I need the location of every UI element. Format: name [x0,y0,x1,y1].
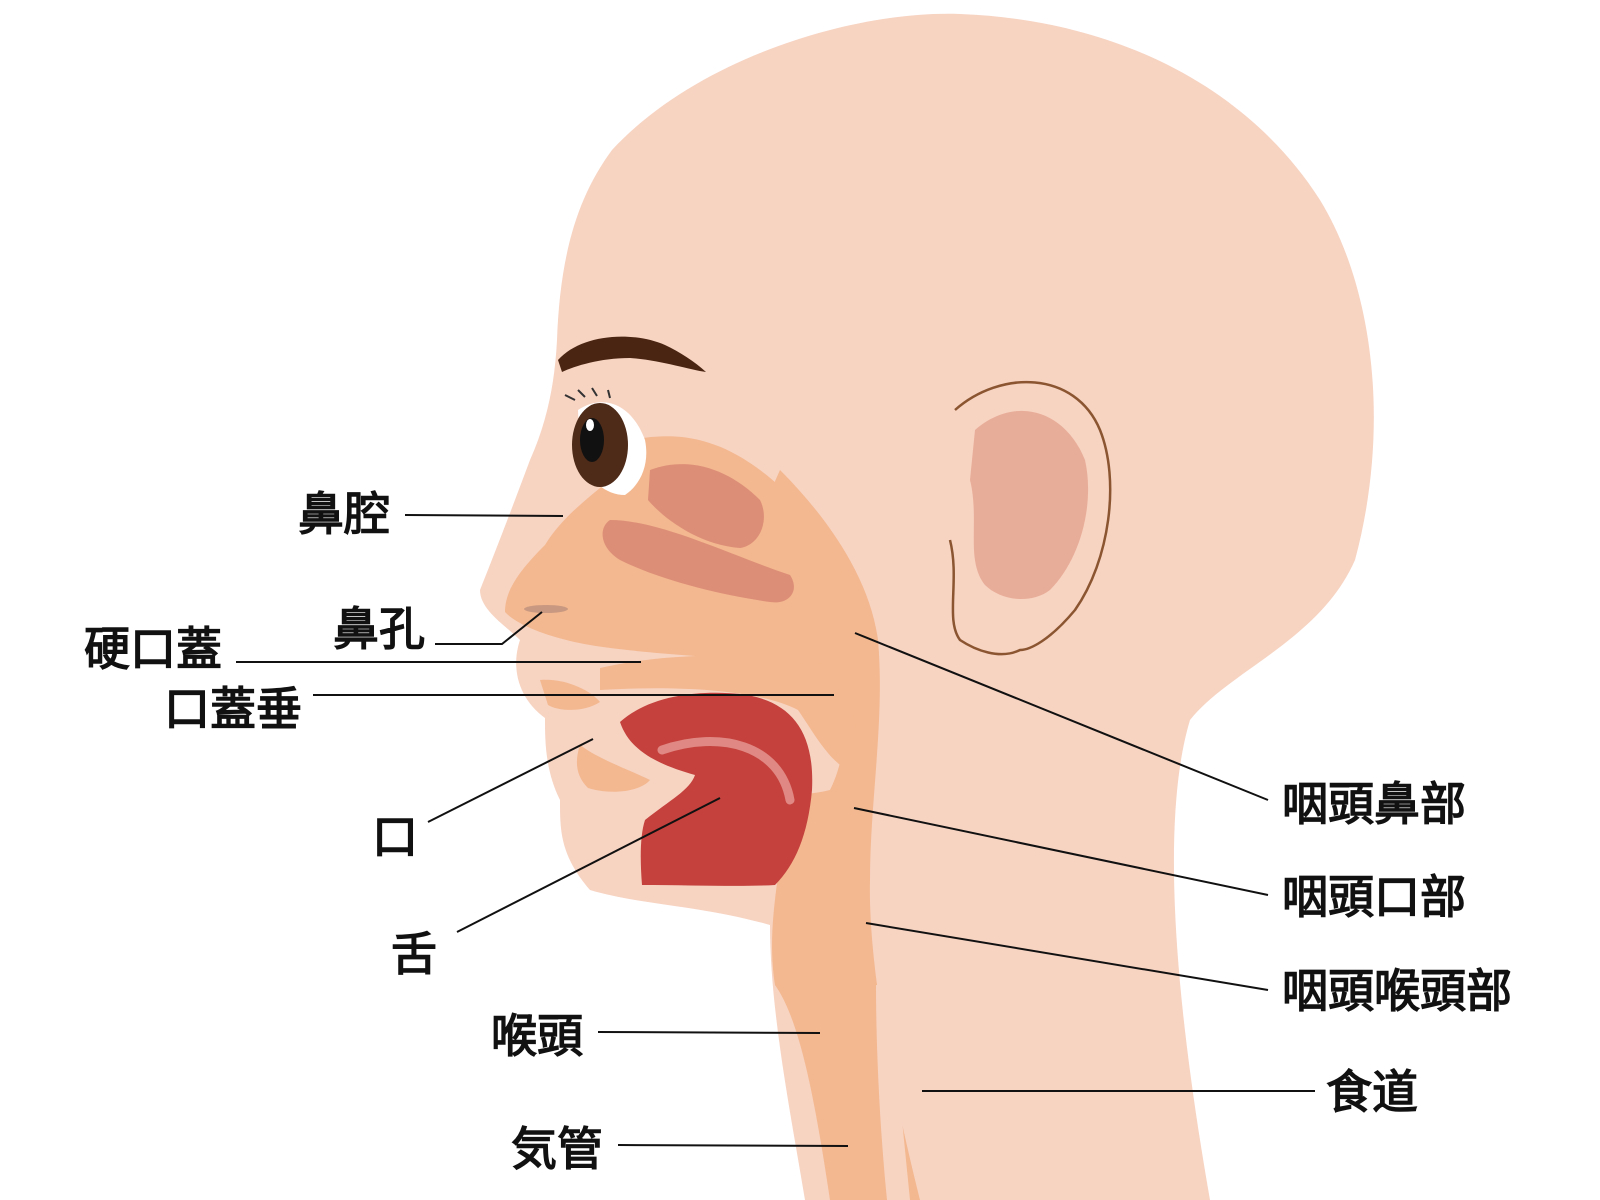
ear-outline [948,380,1112,656]
leader-nasal-cavity [404,514,564,517]
label-nasopharynx: 咽頭鼻部 [1282,777,1466,831]
trachea-tube [876,985,910,1200]
eyebrow [558,336,706,372]
eyelashes [564,387,611,401]
label-larynx: 喉頭 [491,1009,584,1063]
label-laryngopharynx: 咽頭喉頭部 [1282,964,1512,1018]
soft-palate [600,655,856,770]
label-oropharynx: 咽頭口部 [1282,870,1466,924]
head-silhouette [480,13,1374,1200]
lower-lip [576,745,650,792]
leader-oropharynx [853,807,1269,896]
tongue-highlight [657,737,795,805]
leader-trachea [617,1144,849,1147]
label-mouth: 口 [372,810,418,864]
leader-mouth [427,738,594,823]
label-nostril: 鼻孔 [333,602,425,656]
nostril-shape [524,605,568,613]
label-uvula: 口蓋垂 [164,682,302,736]
label-hard-palate: 硬口蓋 [84,622,222,676]
label-trachea: 気管 [511,1122,603,1176]
leader-nasopharynx [854,632,1269,801]
turbinate-middle [602,520,794,603]
ear-inner [970,410,1089,600]
label-nasal-cavity: 鼻腔 [298,487,390,541]
leader-laryngopharynx [865,922,1269,991]
turbinate-upper [648,464,764,548]
eye-glint [586,419,594,431]
leader-nostril [435,611,543,645]
tongue-shape [620,692,813,886]
label-esophagus: 食道 [1326,1065,1418,1119]
pupil [580,418,604,462]
leader-tongue [456,797,721,933]
label-tongue: 舌 [391,927,437,981]
leader-larynx [597,1031,821,1034]
